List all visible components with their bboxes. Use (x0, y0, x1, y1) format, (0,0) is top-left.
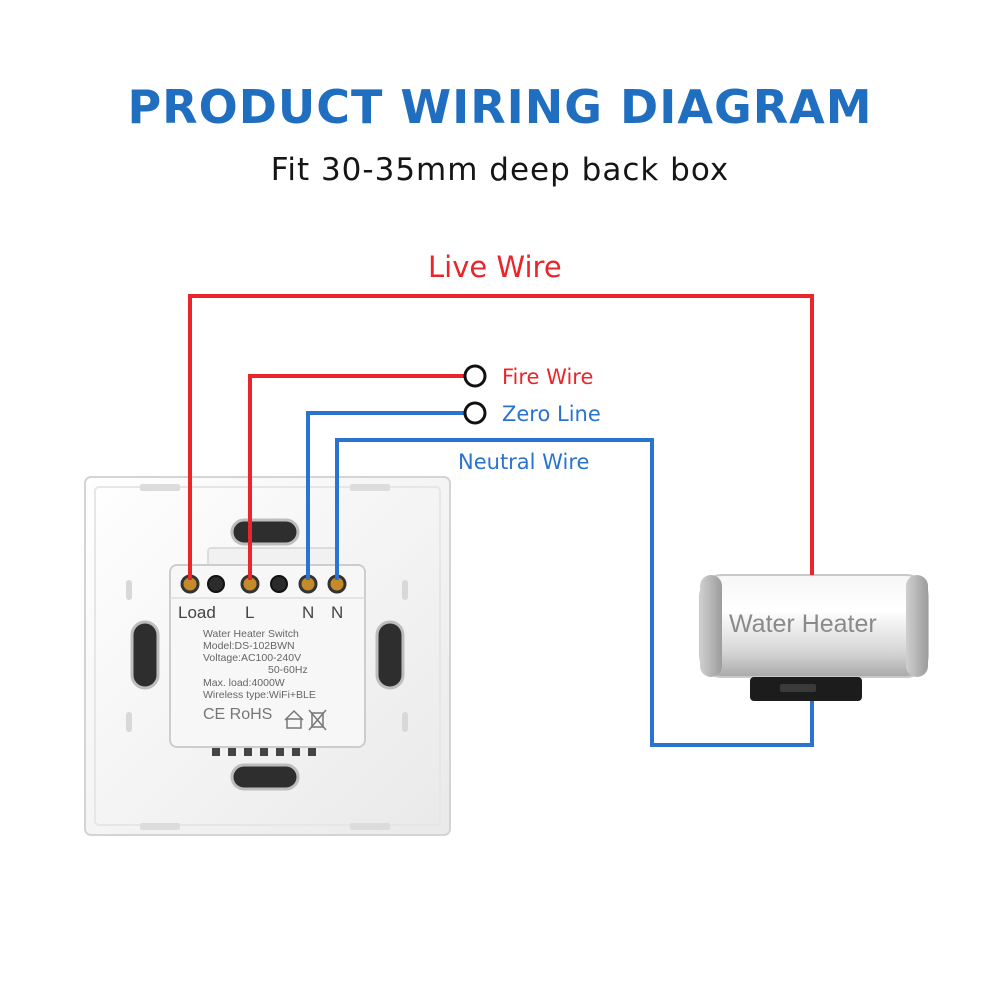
fire-wire-end-icon (463, 364, 487, 388)
spec-line: Voltage:AC100-240V (203, 652, 302, 664)
certification-marks: CE RoHS (203, 706, 273, 723)
terminal-label-l: L (245, 603, 255, 622)
zero-line-wire (306, 411, 464, 580)
terminal-label-n2: N (331, 603, 344, 622)
neutral-wire-label: Neutral Wire (458, 450, 590, 474)
neutral-wire (335, 438, 814, 747)
house-icon (284, 709, 304, 729)
zero-line-label: Zero Line (502, 402, 601, 426)
terminal-label-n1: N (302, 603, 315, 622)
water-heater (699, 574, 929, 701)
live-wire (188, 294, 814, 580)
fire-wire-label: Fire Wire (502, 365, 594, 389)
spec-line: 50-60Hz (268, 664, 308, 676)
zero-line-end-icon (463, 401, 487, 425)
weee-bin-icon (308, 709, 327, 731)
diagram-subtitle: Fit 30-35mm deep back box (270, 152, 730, 188)
water-heater-label: Water Heater (729, 610, 877, 638)
terminal-blank-screw-2 (270, 575, 288, 593)
live-wire-label: Live Wire (428, 250, 562, 284)
terminal-label-load: Load (178, 603, 216, 622)
spec-line: Max. load:4000W (203, 677, 285, 689)
terminal-blank-screw-1 (207, 575, 225, 593)
spec-line: Model:DS-102BWN (203, 640, 295, 652)
fire-wire (248, 374, 464, 580)
terminal-screws (180, 574, 347, 594)
spec-line: Water Heater Switch (203, 628, 299, 640)
spec-line: Wireless type:WiFi+BLE (203, 689, 316, 701)
diagram-title: PRODUCT WIRING DIAGRAM (127, 80, 873, 134)
